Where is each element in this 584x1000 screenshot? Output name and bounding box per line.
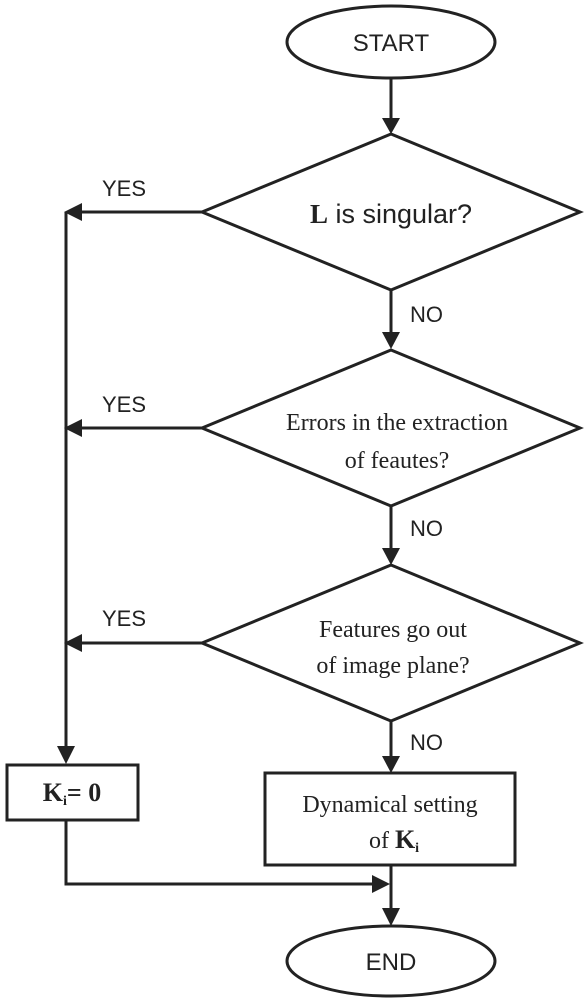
- ki-zero-base: K: [43, 778, 64, 807]
- decision-extraction-line1: Errors in the extraction: [286, 410, 508, 436]
- no-label-2: NO: [410, 516, 443, 541]
- arrowhead-no-1: [382, 332, 400, 349]
- no-label-1: NO: [410, 302, 443, 327]
- start-label: START: [353, 30, 430, 57]
- arrowhead-merge: [372, 875, 390, 893]
- decision-extraction-line2: of feautes?: [345, 448, 450, 474]
- connector-ki-zero-merge: [64, 820, 374, 886]
- decision-out-of-plane: [198, 563, 584, 723]
- decision-extraction-errors: [198, 348, 584, 508]
- yes-label-1: YES: [102, 176, 146, 201]
- decision-singular: [198, 132, 584, 292]
- arrowhead-end: [382, 908, 400, 926]
- arrowhead-yes-1: [64, 203, 82, 221]
- yes-label-3: YES: [102, 606, 146, 631]
- ki-zero-eq: =: [67, 778, 88, 807]
- end-label: END: [366, 949, 417, 976]
- arrowhead-yes-3: [64, 634, 82, 652]
- no-label-3: NO: [410, 730, 443, 755]
- matrix-l-symbol: L: [310, 199, 328, 229]
- dynamical-setting-sub: i: [415, 841, 419, 856]
- dynamical-setting-k: K: [395, 825, 416, 854]
- dynamical-setting-of: of: [369, 828, 395, 854]
- decision-singular-text: is singular?: [328, 199, 472, 229]
- arrowhead-no-2: [382, 548, 400, 565]
- ki-zero-box: [5, 763, 140, 822]
- ki-zero-value: 0: [88, 778, 101, 807]
- decision-out-of-plane-line2: of image plane?: [316, 653, 469, 679]
- decision-singular-label: L is singular?: [310, 199, 472, 229]
- arrowhead-ki-zero: [57, 746, 75, 764]
- ki-zero-sub: i: [63, 794, 67, 809]
- dynamical-setting-line2: of Ki: [369, 825, 419, 856]
- arrowhead-d1: [382, 118, 400, 134]
- ki-zero-label: Ki= 0: [43, 778, 101, 809]
- dynamical-setting-box: [263, 771, 517, 867]
- end-terminal: [285, 924, 497, 998]
- decision-out-of-plane-line1: Features go out: [319, 617, 467, 643]
- arrowhead-no-3: [382, 756, 400, 773]
- arrowhead-yes-2: [64, 419, 82, 437]
- dynamical-setting-line1: Dynamical setting: [302, 792, 477, 818]
- yes-label-2: YES: [102, 392, 146, 417]
